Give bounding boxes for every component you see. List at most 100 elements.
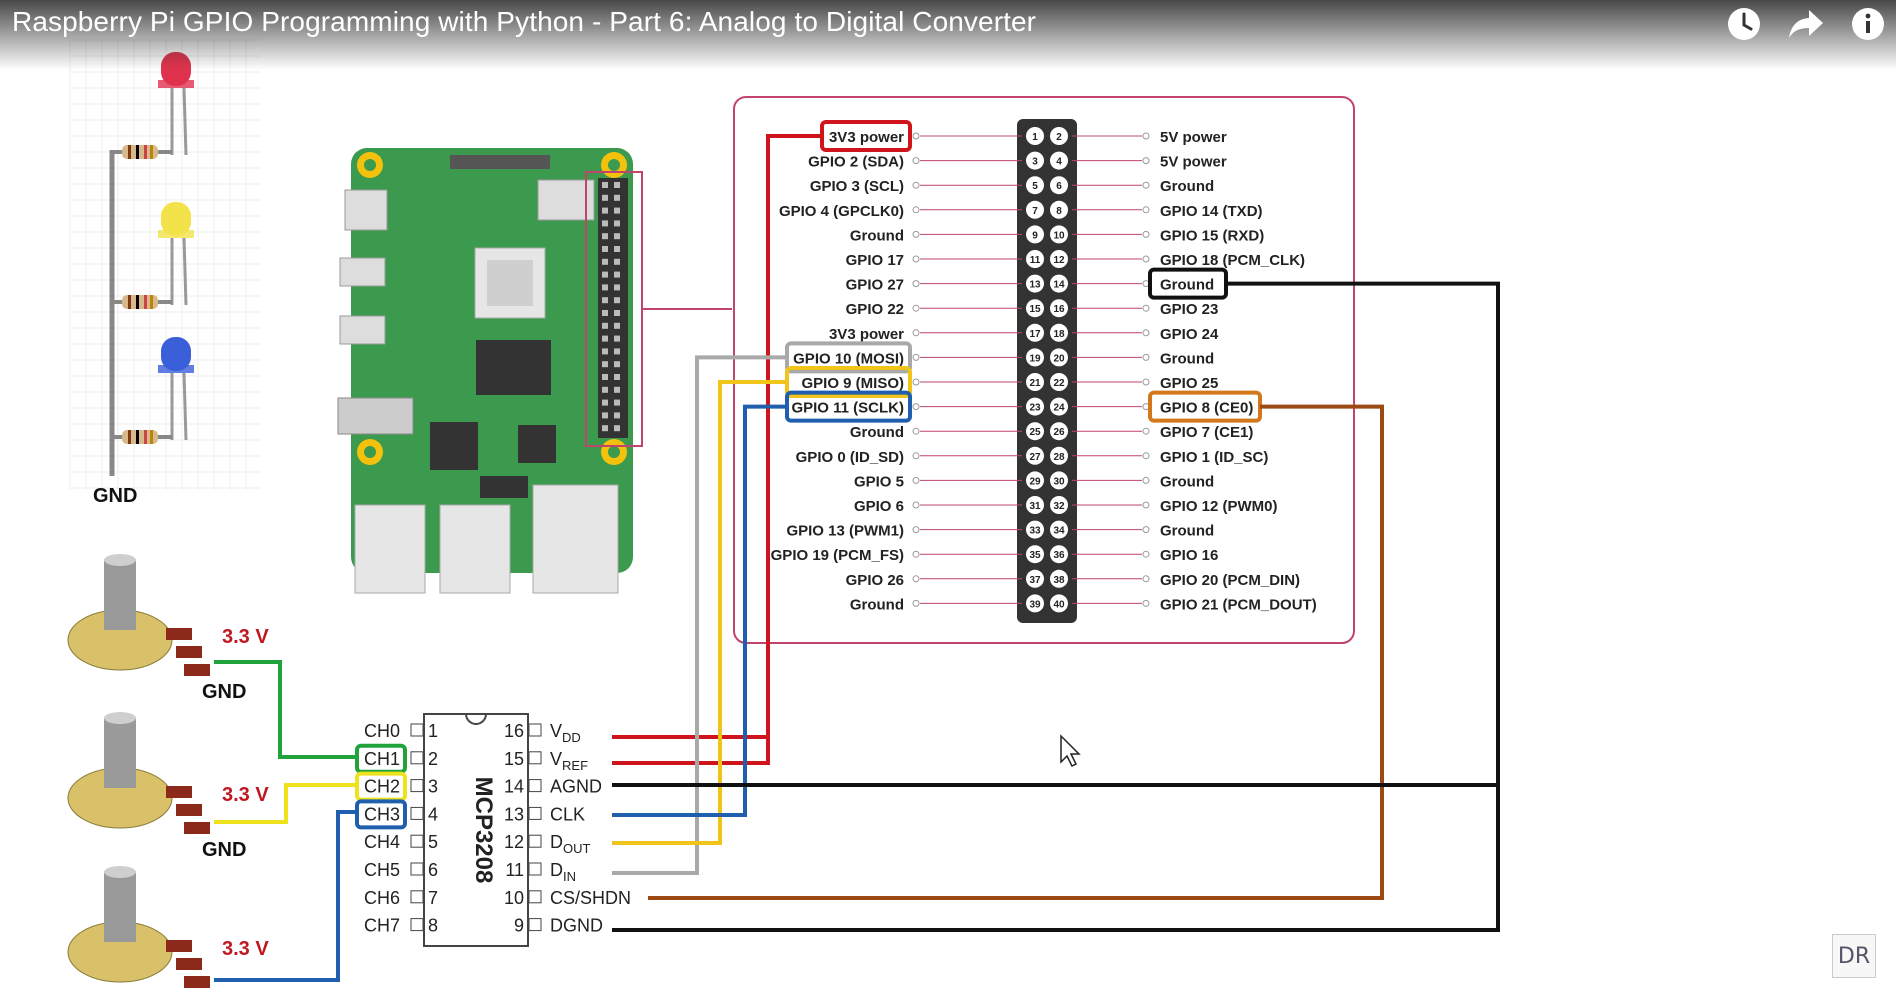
pot-terminal [184,976,210,988]
wire-sclk [612,404,787,817]
gpio-pin [602,194,608,201]
pin-label-right: GPIO 24 [1160,326,1219,343]
pin-number-circle [1050,299,1068,318]
pin-number: 1 [1032,132,1038,143]
pin-label-left: GPIO 26 [846,572,904,589]
gpio-pin [614,220,620,227]
chip-pin [410,918,424,932]
pot-gnd-label: GND [202,839,246,861]
wire-ce0 [648,404,1384,900]
pin-label-left: GPIO 3 (SCL) [810,178,904,195]
pin-dot [912,329,920,337]
pin-number: 6 [1056,181,1062,192]
pin-number: 3 [1032,157,1038,168]
chip-pin [528,918,542,932]
chip-left-number: 1 [428,721,438,741]
chip-left-label: CH6 [364,888,400,908]
pin-dot [1142,501,1150,509]
pin-number-circle [1026,176,1044,195]
chip-pin [410,806,424,820]
pin-label-right: Ground [1160,473,1214,490]
soc-chip-core [487,260,533,306]
gpio-pin [602,271,608,278]
chip-left-label: CH4 [364,832,400,852]
resistor-band [150,145,153,159]
pin-number: 29 [1029,476,1041,487]
channel-watermark[interactable]: DR [1832,934,1876,978]
chip-notch [465,713,487,725]
chip [430,422,478,470]
chip-right-label: DIN [550,860,576,884]
pin-number-circle [1050,323,1068,342]
pin-label-left: Ground [850,227,904,244]
pin-number-circle [1026,471,1044,490]
pin-label-right: Ground [1160,350,1214,367]
pot-terminal [166,628,192,640]
pin-number-circle [1026,373,1044,391]
pin-number-circle [1050,422,1068,441]
gpio-pin [602,399,608,406]
pin-label-right: 5V power [1160,154,1227,171]
pin-dot [1142,550,1150,558]
gpio-pin [602,412,608,419]
pin-number: 40 [1053,599,1065,610]
pin-number-circle [1050,471,1068,490]
chip-pin [410,890,424,904]
gpio-pin [602,220,608,227]
pin-dot [1142,206,1150,214]
ethernet-port [532,484,619,594]
mount-hole-center [608,446,620,458]
pin-dot [912,550,920,558]
pin-label-right: Ground [1160,277,1214,294]
pin-number-circle [1050,594,1068,613]
resistor-band [128,430,131,444]
gpio-pin [614,412,620,419]
gpio-pin [602,322,608,329]
chip-left-label: CH5 [364,860,400,880]
video-title[interactable]: Raspberry Pi GPIO Programming with Pytho… [12,6,1037,37]
gpio-pin [614,348,620,355]
pin-dot [912,157,920,165]
gpio-pin [602,425,608,432]
gpio-pin [602,233,608,240]
led-rim [158,80,194,88]
watch-later-button[interactable] [1724,4,1764,44]
pot-terminal [184,664,210,676]
led-leg [182,237,188,306]
chip-pin [410,779,424,793]
gpio-pin [614,207,620,214]
gpio-pin [614,386,620,393]
pin-dot [912,280,920,288]
pin-dot [912,403,920,411]
chip-left-label: CH7 [364,916,400,936]
gpio-pin [614,374,620,380]
chip-pin [528,862,542,876]
pin-label-left: Ground [850,596,904,613]
pin-number: 11 [1030,255,1041,266]
pin-number: 21 [1029,378,1041,389]
pin-label-left: GPIO 9 (MISO) [801,375,904,392]
info-button[interactable] [1848,4,1888,44]
pin-label-left: Ground [850,424,904,441]
pin-number: 25 [1029,427,1041,438]
resistor-band [150,295,153,309]
chip-right-label: AGND [550,777,602,797]
wifi-shield [537,179,595,221]
clock-icon [1728,8,1760,40]
gpio-pin [602,182,608,188]
wire-vref [612,737,770,765]
pin-number: 7 [1032,206,1038,217]
pin-number-circle [1026,594,1044,613]
gpio-pin [614,246,620,252]
pin-number: 4 [1056,157,1062,168]
pin-label-left: GPIO 10 (MOSI) [793,350,904,367]
led-body [161,202,191,236]
chip-left-label: CH0 [364,721,400,741]
potentiometer-2: 3.3 V GND [67,712,269,861]
share-button[interactable] [1786,4,1826,44]
pin-label-left: GPIO 0 (ID_SD) [796,449,904,466]
pot-voltage-label: 3.3 V [222,784,269,806]
gpio-header [598,178,628,438]
